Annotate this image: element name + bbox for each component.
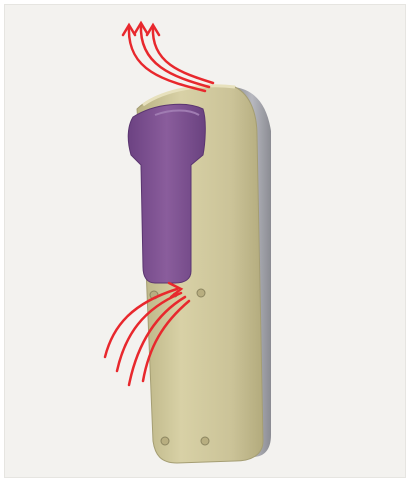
screw-hole [197,289,205,297]
airflow-out-arrows [123,23,213,91]
screw-hole [161,437,169,445]
figure-canvas [4,4,406,478]
airflow-arrow [153,27,213,83]
device-illustration [5,5,407,479]
screw-hole [201,437,209,445]
